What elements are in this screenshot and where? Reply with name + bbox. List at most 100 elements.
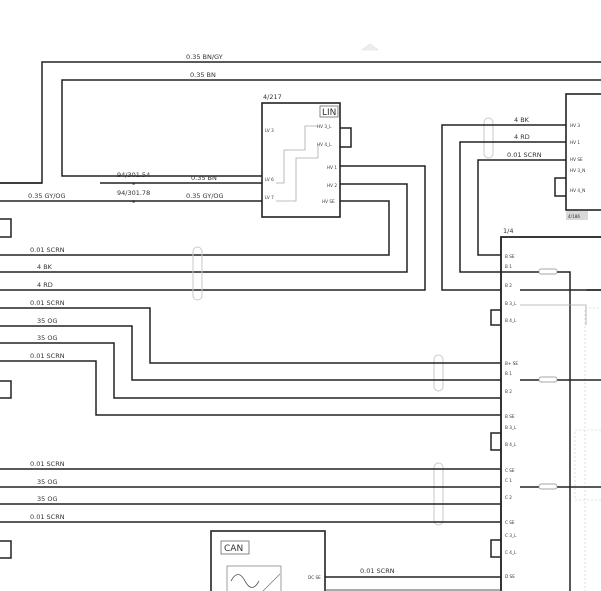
wire-label-scrn-4: 0.01 SCRN — [30, 460, 65, 468]
wire-scrn-2 — [0, 307, 501, 364]
fuse-icon — [538, 483, 558, 490]
right-top-bracket — [554, 177, 566, 197]
wire-scrn-3 — [0, 360, 501, 416]
can-transceiver-slash — [262, 573, 281, 591]
main-module-inner — [584, 307, 601, 591]
splice-mark-78: ✱ — [132, 199, 136, 204]
lin-module — [261, 102, 341, 218]
left-bracket-2 — [0, 380, 12, 399]
splice-oval — [192, 246, 203, 301]
wire-label-rd: 4 RD — [37, 281, 53, 289]
wire-hv2-to-bk — [0, 183, 408, 273]
splice-oval — [433, 462, 444, 526]
main-pin-label: C SE — [505, 468, 515, 473]
right-pin-label: HV 4_N — [570, 188, 585, 193]
wire-og-1 — [0, 325, 501, 381]
wire-label-can-scrn: 0.01 SCRN — [360, 567, 395, 575]
main-pin-label: C 1 — [505, 478, 512, 483]
main-internal-3 — [520, 304, 587, 325]
module-ref-right: 4/186 — [568, 214, 580, 219]
wire-label-right-rd: 4 RD — [514, 133, 530, 141]
scroll-arrow-icon — [361, 43, 379, 51]
wire-label-bk: 4 BK — [37, 263, 53, 271]
lin-pin-label: HV 4_L — [317, 142, 332, 147]
main-pin-label: B 4_L — [505, 442, 517, 447]
main-bracket-1 — [490, 309, 501, 326]
main-pin-label: B 1 — [505, 371, 512, 376]
lin-pin-label: HV 2 — [327, 183, 337, 188]
splice-label-54: 94/301.54 — [117, 171, 150, 179]
wire-og-2 — [0, 342, 501, 399]
wire-scrn-right — [477, 159, 566, 256]
main-bracket-2 — [490, 432, 501, 451]
lin-badge — [319, 105, 339, 118]
wire-label-bn-left: 0.35 BN — [191, 174, 217, 182]
wire-label-right-bk: 4 BK — [514, 116, 530, 124]
main-internal-1 — [501, 271, 571, 591]
splice-oval — [433, 354, 444, 392]
fuse-icon — [538, 376, 558, 383]
left-bracket-1 — [0, 218, 12, 238]
splice-oval — [483, 117, 494, 159]
wire-label-scrn-2: 0.01 SCRN — [30, 299, 65, 307]
module-ref-main: 1/4 — [503, 227, 513, 235]
wire-label-gy-og-a: 0.35 GY/OG — [28, 192, 66, 200]
wire-label-scrn-3: 0.01 SCRN — [30, 352, 65, 360]
lin-pin-label: HV SE — [322, 199, 335, 204]
lin-internal-wire — [276, 125, 318, 184]
lin-pin-label: LV 7 — [265, 195, 274, 200]
fuse-icon — [538, 268, 558, 275]
main-pin-label: C 4_L — [505, 550, 517, 555]
main-pin-label: B SE — [505, 414, 515, 419]
main-bracket-3 — [490, 539, 501, 558]
wire-label-gy-og-b: 0.35 GY/OG — [186, 192, 224, 200]
wire-label-og-3: 35 OG — [37, 478, 58, 486]
main-pin-label: B 4_L — [505, 318, 517, 323]
main-module-outline — [500, 236, 601, 591]
wire-label-scrn-1: 0.01 SCRN — [30, 246, 65, 254]
main-pin-label: B SE — [505, 254, 515, 259]
main-pin-label: B 3_L — [505, 301, 517, 306]
lin-internal-wire-2 — [276, 145, 319, 202]
main-pin-label: C 3_L — [505, 533, 517, 538]
lin-pin-label: HV 3_L — [317, 124, 332, 129]
right-pin-label: HV 1 — [570, 140, 580, 145]
module-ref-lin: 4/217 — [263, 93, 282, 101]
can-badge — [220, 540, 250, 555]
main-pin-label: B+ SE — [505, 361, 518, 366]
right-top-module — [565, 93, 601, 211]
lin-bracket — [340, 127, 352, 148]
wire-label-scrn-5: 0.01 SCRN — [30, 513, 65, 521]
main-pin-label: D SE — [505, 574, 515, 579]
left-bracket-3 — [0, 540, 12, 559]
wire-bn-top — [61, 79, 601, 177]
right-pin-label: HV 3_N — [570, 168, 585, 173]
lin-pin-label: LV 3 — [265, 128, 274, 133]
main-pin-label: B 3_L — [505, 425, 517, 430]
right-top-module-tag — [566, 211, 588, 220]
right-pin-label: HV SE — [570, 157, 583, 162]
wire-label-og-1: 35 OG — [37, 317, 58, 325]
lin-badge-text: LIN — [322, 108, 336, 118]
sine-wave-icon — [230, 574, 260, 588]
main-pin-label: B 2 — [505, 283, 512, 288]
lin-pin-label: LV 6 — [265, 177, 274, 182]
wire-label-og-2: 35 OG — [37, 334, 58, 342]
main-pin-label: B 2 — [505, 389, 512, 394]
main-pin-label: C SE — [505, 520, 515, 525]
wire-hvse-to-scrn — [0, 200, 390, 256]
right-pin-label: HV 3 — [570, 123, 580, 128]
wire-rd-right — [459, 141, 566, 273]
can-badge-text: CAN — [224, 544, 243, 554]
wire-label-bn-gy: 0.35 BN/GY — [186, 53, 223, 61]
splice-mark-54: ✱ — [132, 181, 136, 186]
main-pin-label: C 2 — [505, 495, 512, 500]
main-module-inner-2 — [574, 429, 601, 501]
wire-label-og-4: 35 OG — [37, 495, 58, 503]
can-pin-label: DC SE — [308, 575, 321, 580]
wire-label-bn-top: 0.35 BN — [190, 71, 216, 79]
lin-pin-label: HV 1 — [327, 165, 337, 170]
wire-label-right-scrn: 0.01 SCRN — [507, 151, 542, 159]
wire-hv1-to-rd — [0, 165, 426, 291]
